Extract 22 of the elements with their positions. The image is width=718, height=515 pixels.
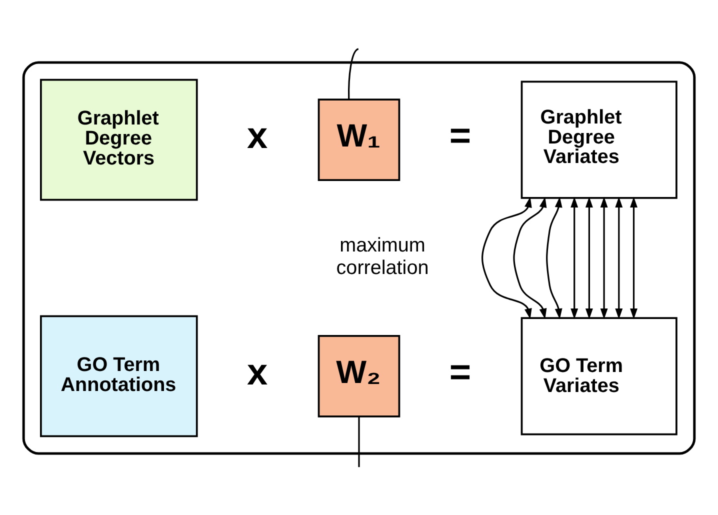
node-box: GO Term Variates (520, 316, 678, 435)
node-box: GO Term Annotations (40, 314, 198, 437)
node-box: W₁ (318, 98, 400, 180)
node-box: Graphlet Degree Vectors (40, 78, 198, 200)
arrow (570, 196, 578, 319)
label: maximum correlation (336, 234, 429, 278)
cluster (22, 60, 696, 454)
label: x (246, 113, 268, 156)
arrow (630, 196, 638, 319)
arrow (585, 196, 593, 319)
label: = (449, 113, 472, 156)
arrow (513, 196, 547, 319)
arrow (482, 196, 532, 319)
connector (358, 416, 360, 467)
arrow (600, 196, 608, 319)
node-box: W₂ (318, 334, 400, 417)
label: x (246, 350, 268, 392)
arrow (615, 196, 623, 319)
label: = (449, 350, 472, 392)
arrow (546, 196, 562, 319)
connector (348, 48, 359, 99)
node-box: Graphlet Degree Variates (520, 80, 678, 198)
